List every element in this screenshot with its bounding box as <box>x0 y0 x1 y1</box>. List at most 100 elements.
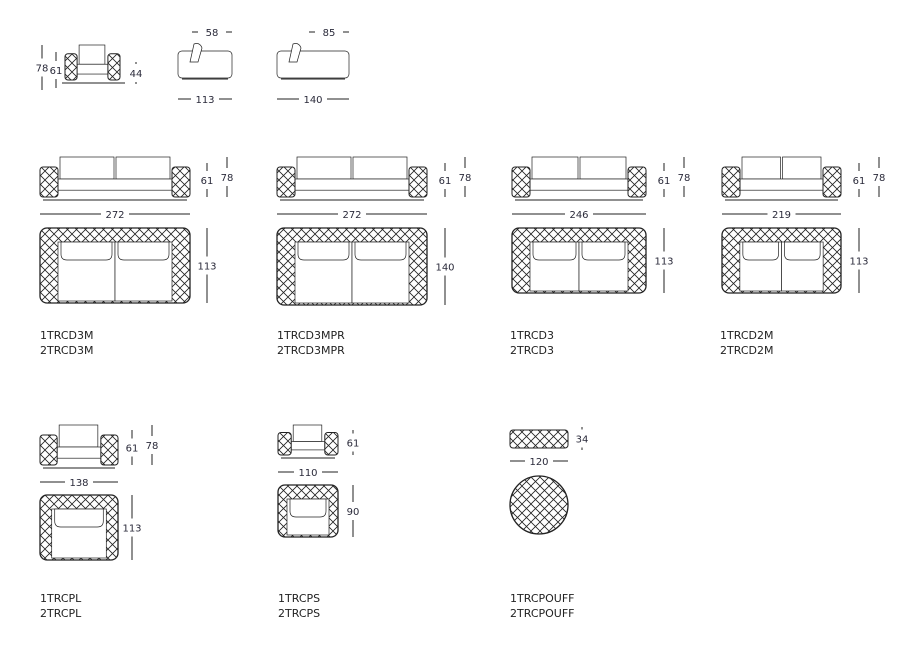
back-cushion <box>532 241 577 261</box>
dim-arm-height: 61 <box>347 439 360 450</box>
back-cushion <box>58 424 99 448</box>
arm-right <box>100 434 119 466</box>
side-body <box>276 50 350 79</box>
plan-view-5 <box>277 484 339 538</box>
arm-right <box>324 432 339 456</box>
back-cushion <box>117 241 170 261</box>
back-cushion <box>784 241 821 261</box>
arm-left <box>64 53 78 81</box>
model-code: 1TRCD3 <box>510 329 554 342</box>
dim-width: 138 <box>69 478 88 489</box>
side-view-side_standard <box>177 43 233 80</box>
seat-cushion <box>57 178 173 191</box>
plan-view-0 <box>39 227 191 304</box>
plan-view-2 <box>511 227 647 294</box>
dim-height: 78 <box>221 173 234 184</box>
front-view-4 <box>39 424 119 469</box>
model-code: 1TRCD2M <box>720 329 774 342</box>
model-code: 1TRCD3M <box>40 329 94 342</box>
arm-right <box>822 166 842 198</box>
model-code: 1TRCPOUFF <box>510 592 575 605</box>
back-cushion <box>297 241 350 261</box>
back-cushion <box>782 156 822 180</box>
front-view-0 <box>39 156 191 201</box>
dim-height: 78 <box>459 173 472 184</box>
model-codes: 1TRCPL 2TRCPL <box>40 591 81 621</box>
model-code: 1TRCPS <box>278 592 321 605</box>
backrest-cushion <box>189 43 203 63</box>
front-view-3 <box>721 156 842 201</box>
dim-height-arm: 61 <box>50 66 63 77</box>
pouf-front-view <box>509 429 569 449</box>
model-code: 2TRCD3 <box>510 344 554 357</box>
model-code: 2TRCPOUFF <box>510 607 575 620</box>
model-codes: 1TRCPOUFF 2TRCPOUFF <box>510 591 575 621</box>
dim-arm-height: 61 <box>201 176 214 187</box>
model-code: 2TRCD2M <box>720 344 774 357</box>
dim-seat-depth: 58 <box>206 28 219 39</box>
plan-view-1 <box>276 227 428 306</box>
model-codes: 1TRCD3MPR 2TRCD3MPR <box>277 328 345 358</box>
back-cushion <box>54 508 104 528</box>
dim-depth: 113 <box>849 257 868 268</box>
side-view-side_deep <box>276 43 350 80</box>
dim-width: 272 <box>342 210 361 221</box>
model-code: 1TRCD3MPR <box>277 329 345 342</box>
arm-left <box>721 166 741 198</box>
dim-arm-height: 61 <box>658 176 671 187</box>
back-cushion <box>352 156 408 180</box>
model-codes: 1TRCD3M 2TRCD3M <box>40 328 93 358</box>
dim-height-seat: 44 <box>130 69 143 80</box>
dim-depth: 113 <box>654 257 673 268</box>
dim-width: 110 <box>298 468 317 479</box>
model-codes: 1TRCD3 2TRCD3 <box>510 328 554 358</box>
dim-depth: 140 <box>303 95 322 106</box>
back-cushion <box>579 156 627 180</box>
dim-arm-height: 61 <box>853 176 866 187</box>
back-cushion <box>59 156 115 180</box>
dim-seat-depth: 85 <box>323 28 336 39</box>
dim-width: 272 <box>105 210 124 221</box>
plan-view-4 <box>39 494 119 561</box>
back-cushion <box>292 424 323 442</box>
profile-front-view <box>64 44 121 84</box>
dim-depth: 140 <box>435 263 454 274</box>
back-cushion <box>296 156 352 180</box>
back-cushion <box>60 241 113 261</box>
backrest-cushion <box>288 43 302 63</box>
arm-left <box>277 432 292 456</box>
dim-depth: 113 <box>122 524 141 535</box>
dim-width: 246 <box>569 210 588 221</box>
dim-height: 78 <box>678 173 691 184</box>
back-cushion <box>531 156 579 180</box>
dim-height-total: 78 <box>36 64 49 75</box>
pouf-plan-view <box>509 475 569 535</box>
model-code: 1TRCPL <box>40 592 82 605</box>
model-code: 2TRCPL <box>40 607 82 620</box>
arm-right <box>171 166 191 198</box>
seat-cushion <box>739 178 824 191</box>
model-code: 2TRCD3M <box>40 344 94 357</box>
seat-cushion <box>76 63 109 75</box>
back-cushion <box>354 241 407 261</box>
back-cushion <box>741 156 781 180</box>
arm-right <box>107 53 121 81</box>
model-codes: 1TRCD2M 2TRCD2M <box>720 328 773 358</box>
dim-depth: 113 <box>195 95 214 106</box>
dim-arm-height: 61 <box>126 444 139 455</box>
seat-cushion <box>290 441 326 451</box>
dim-width: 219 <box>772 210 791 221</box>
back-cushion <box>289 498 327 518</box>
arm-left <box>276 166 296 198</box>
model-code: 2TRCD3MPR <box>277 344 345 357</box>
dim-height: 78 <box>873 173 886 184</box>
dim-height: 34 <box>576 435 589 446</box>
arm-right <box>627 166 647 198</box>
side-body <box>177 50 233 79</box>
dim-height: 78 <box>146 441 159 452</box>
seat-cushion <box>56 446 102 459</box>
seat-cushion <box>294 178 410 191</box>
front-view-1 <box>276 156 428 201</box>
back-cushion <box>581 241 626 261</box>
